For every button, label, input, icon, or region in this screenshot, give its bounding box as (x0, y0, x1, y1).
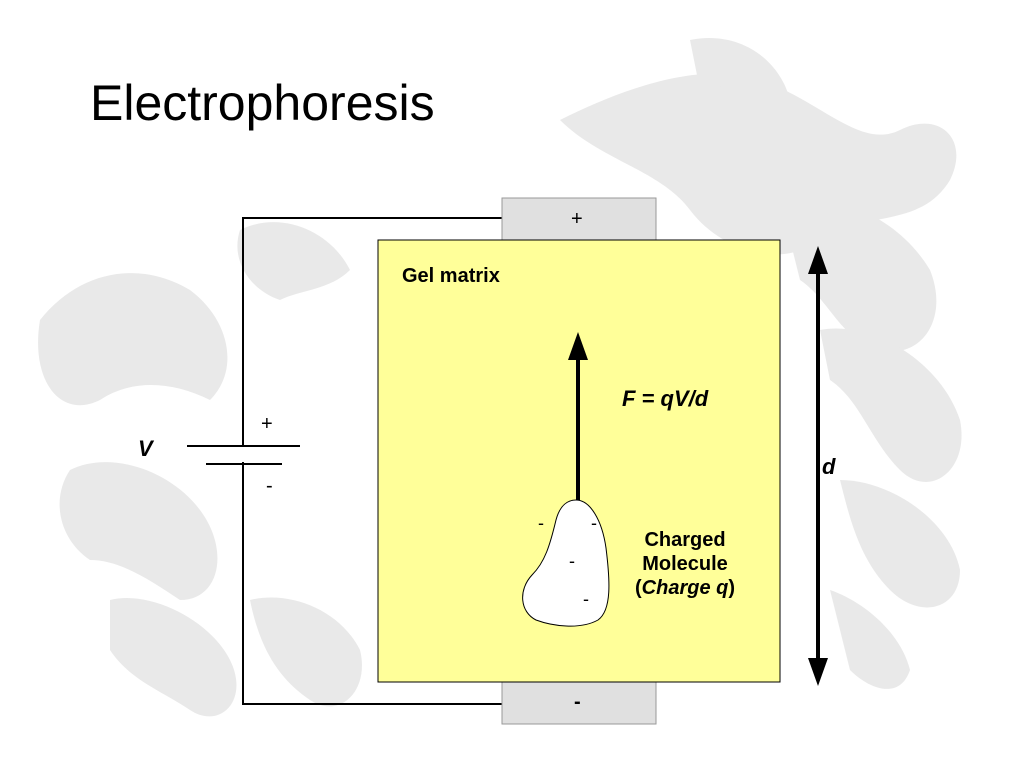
battery-plus-sign: + (261, 413, 273, 435)
molecule-charge-symbol: Charge q (641, 577, 729, 599)
bottom-electrode-sign: - (574, 691, 581, 713)
background-watermark (38, 38, 962, 717)
molecule-charge: - (583, 589, 589, 609)
circuit-wire (187, 217, 502, 705)
molecule-label-open-paren: ( (634, 577, 642, 599)
voltage-label: V (138, 436, 153, 461)
slide-title: Electrophoresis (90, 75, 435, 131)
top-electrode (501, 197, 657, 241)
top-electrode-sign: + (571, 208, 583, 230)
gel-matrix-label: Gel matrix (402, 265, 500, 287)
molecule-charge: - (591, 513, 597, 533)
force-arrow (568, 332, 588, 500)
molecule-charge: - (569, 551, 575, 571)
charged-molecule-blob (522, 499, 610, 627)
molecule-label-line3: (Charge q) (610, 576, 760, 600)
molecule-label-close-paren: ) (728, 577, 736, 599)
molecule-label-line1: Charged (644, 529, 726, 551)
distance-label: d (822, 454, 836, 479)
battery-minus-sign: - (266, 475, 273, 497)
molecule-label: Charged Molecule (Charge q) (610, 528, 760, 600)
force-equation: F = qV/d (622, 386, 709, 411)
molecule-charge: - (538, 513, 544, 533)
distance-arrow (808, 246, 828, 686)
molecule-label-line2: Molecule (642, 553, 728, 575)
